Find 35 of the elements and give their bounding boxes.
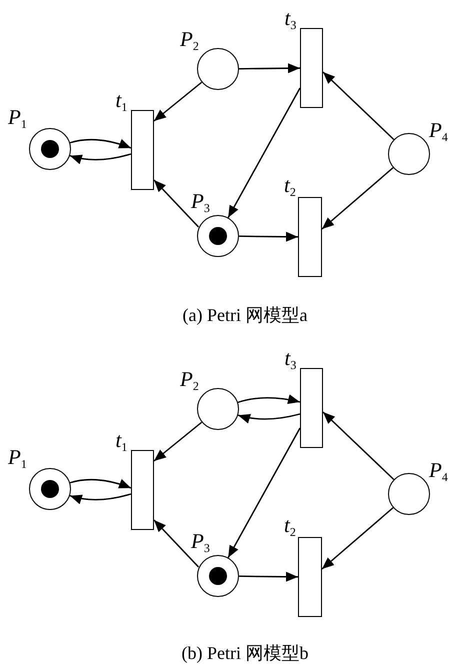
arrow <box>238 413 300 424</box>
place-label: P$_{4}$ <box>429 458 448 482</box>
place-label: P$_{2}$ <box>180 367 199 391</box>
place-label: P$_{1}$ <box>8 105 27 129</box>
arrow <box>322 412 394 480</box>
place-label: P$_{3}$ <box>191 189 210 213</box>
arrow <box>154 422 202 462</box>
place-label: P$_{2}$ <box>180 27 199 51</box>
place-label: P$_{1}$ <box>8 445 27 469</box>
arrow <box>228 428 301 558</box>
caption: (a) Petri 网模型a <box>182 304 308 326</box>
place-label: P$_{4}$ <box>429 118 448 142</box>
transition-label: t$_{1}$ <box>116 88 128 112</box>
arrow <box>238 394 300 404</box>
arrow <box>70 153 132 164</box>
transition-label: t$_{3}$ <box>284 346 296 370</box>
arrow <box>322 167 394 230</box>
arrow <box>154 520 199 568</box>
transition-label: t$_{3}$ <box>284 6 296 30</box>
arrow <box>154 82 202 122</box>
transition-label: t$_{1}$ <box>116 428 128 452</box>
arrow <box>228 88 301 218</box>
arrow <box>70 478 132 489</box>
place-label: P$_{3}$ <box>191 529 210 553</box>
arrow <box>70 493 132 504</box>
arrow <box>239 232 298 242</box>
transition-label: t$_{2}$ <box>284 513 296 537</box>
arrow <box>239 572 298 582</box>
arrow <box>239 63 300 74</box>
arrow <box>322 507 394 570</box>
arrow <box>322 72 394 140</box>
transition-label: t$_{2}$ <box>284 173 296 197</box>
arrow <box>70 138 132 149</box>
arrow <box>154 180 199 228</box>
caption: (b) Petri 网模型b <box>182 642 308 664</box>
